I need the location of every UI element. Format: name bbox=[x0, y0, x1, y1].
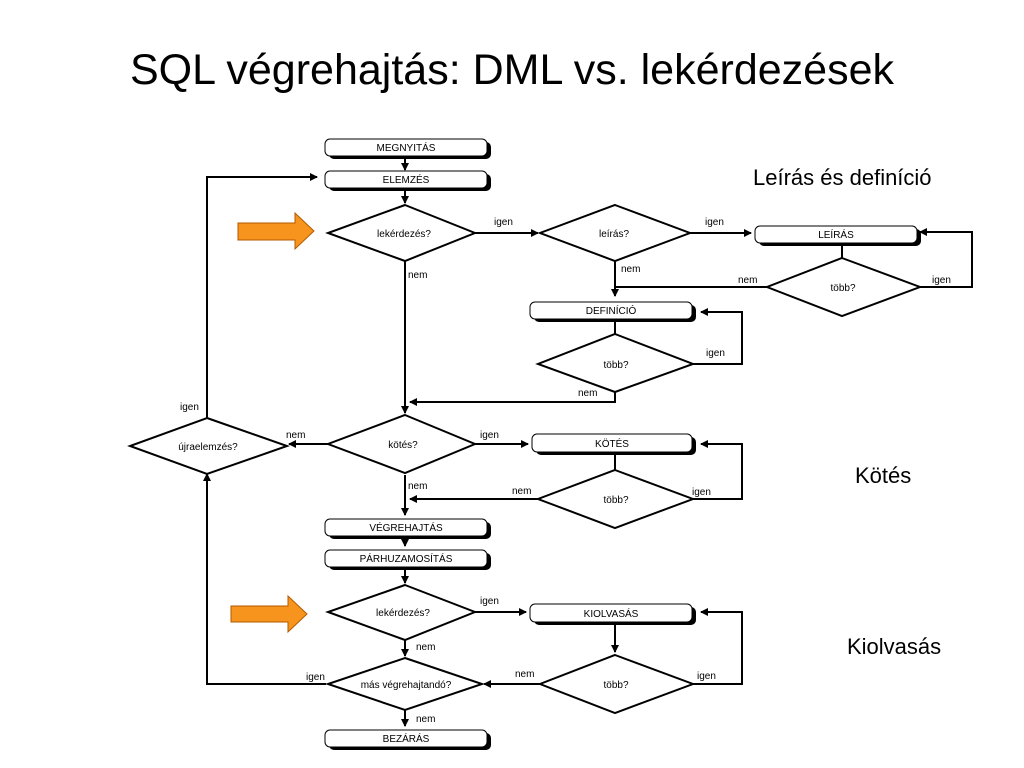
svg-text:MEGNYITÁS: MEGNYITÁS bbox=[377, 141, 436, 154]
box-close: BEZÁRÁS bbox=[324, 729, 491, 750]
side-label-binding: Kötés bbox=[855, 463, 912, 488]
label-igen: igen bbox=[494, 217, 513, 228]
side-label-definition: Leírás és definíció bbox=[753, 165, 932, 190]
label-igen: igen bbox=[692, 487, 711, 498]
decision-more-define: több? bbox=[535, 332, 696, 394]
svg-text:ELEMZÉS: ELEMZÉS bbox=[383, 173, 430, 186]
label-nem: nem bbox=[416, 714, 435, 725]
svg-text:DEFINÍCIÓ: DEFINÍCIÓ bbox=[586, 304, 637, 317]
svg-text:több?: több? bbox=[603, 360, 628, 371]
decision-query-1: lekérdezés? bbox=[325, 203, 478, 263]
svg-text:KÖTÉS: KÖTÉS bbox=[595, 437, 629, 450]
label-igen: igen bbox=[480, 430, 499, 441]
label-nem: nem bbox=[416, 642, 435, 653]
box-open: MEGNYITÁS bbox=[324, 138, 491, 159]
svg-text:PÁRHUZAMOSÍTÁS: PÁRHUZAMOSÍTÁS bbox=[360, 552, 453, 565]
label-nem: nem bbox=[408, 481, 427, 492]
decision-more-bind: több? bbox=[535, 468, 696, 530]
label-igen: igen bbox=[180, 402, 199, 413]
label-nem: nem bbox=[621, 264, 640, 275]
svg-text:VÉGREHAJTÁS: VÉGREHAJTÁS bbox=[369, 521, 443, 534]
box-fetch: KIOLVASÁS bbox=[529, 603, 696, 625]
svg-text:KIOLVASÁS: KIOLVASÁS bbox=[584, 607, 639, 620]
decision-bind: kötés? bbox=[325, 413, 478, 475]
label-nem: nem bbox=[578, 388, 597, 399]
label-nem: nem bbox=[738, 275, 757, 286]
label-igen: igen bbox=[306, 672, 325, 683]
label-igen: igen bbox=[932, 275, 951, 286]
svg-text:újraelemzés?: újraelemzés? bbox=[178, 442, 238, 453]
svg-text:több?: több? bbox=[603, 495, 628, 506]
label-nem: nem bbox=[515, 669, 534, 680]
svg-text:LEÍRÁS: LEÍRÁS bbox=[818, 228, 854, 241]
svg-text:több?: több? bbox=[603, 680, 628, 691]
svg-text:kötés?: kötés? bbox=[388, 440, 418, 451]
svg-text:más végrehajtandó?: más végrehajtandó? bbox=[361, 680, 452, 691]
decision-more-exec: más végrehajtandó? bbox=[324, 656, 486, 712]
label-igen: igen bbox=[706, 348, 725, 359]
label-nem: nem bbox=[286, 430, 305, 441]
decision-more-fetch: több? bbox=[537, 653, 696, 715]
label-igen: igen bbox=[697, 671, 716, 682]
pointer-arrow-query-2 bbox=[230, 594, 308, 634]
box-parse: ELEMZÉS bbox=[324, 170, 491, 191]
label-igen: igen bbox=[705, 217, 724, 228]
box-describe: LEÍRÁS bbox=[754, 225, 921, 246]
svg-text:lekérdezés?: lekérdezés? bbox=[377, 229, 431, 240]
side-label-fetch: Kiolvasás bbox=[847, 634, 942, 659]
label-nem: nem bbox=[512, 486, 531, 497]
box-parallelize: PÁRHUZAMOSÍTÁS bbox=[324, 549, 491, 570]
svg-text:lekérdezés?: lekérdezés? bbox=[376, 608, 430, 619]
decision-reparse: újraelemzés? bbox=[127, 416, 291, 476]
svg-text:BEZÁRÁS: BEZÁRÁS bbox=[383, 732, 430, 745]
pointer-arrow-query-1 bbox=[237, 211, 315, 251]
svg-text:több?: több? bbox=[830, 283, 855, 294]
connectors bbox=[203, 158, 973, 727]
slide-title: SQL végrehajtás: DML vs. lekérdezések bbox=[130, 46, 894, 94]
svg-text:leírás?: leírás? bbox=[599, 229, 629, 240]
decision-describe: leírás? bbox=[537, 203, 693, 263]
box-define: DEFINÍCIÓ bbox=[529, 301, 696, 322]
decision-more-describe: több? bbox=[764, 256, 923, 318]
box-bind: KÖTÉS bbox=[531, 433, 696, 455]
box-execute: VÉGREHAJTÁS bbox=[324, 518, 491, 539]
label-igen: igen bbox=[480, 596, 499, 607]
label-nem: nem bbox=[408, 270, 427, 281]
decision-query-2: lekérdezés? bbox=[325, 583, 478, 642]
